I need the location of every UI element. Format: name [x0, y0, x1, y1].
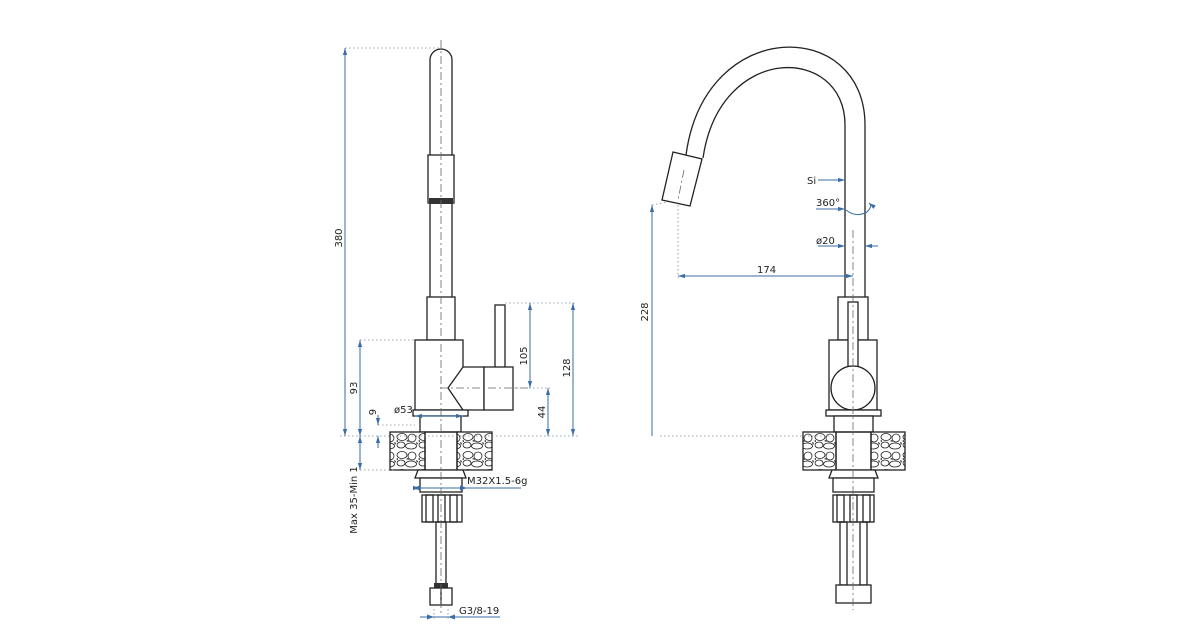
dim-body-93: 93	[349, 382, 360, 395]
base-flange-front	[825, 409, 882, 417]
base-plate	[419, 415, 462, 433]
dim-reach-174: 174	[757, 265, 776, 276]
dim-diameter-53: ø53	[394, 405, 413, 416]
dim-tube-diameter: ø20	[816, 236, 835, 247]
dim-plate-9: 9	[368, 409, 379, 415]
front-view: 228 174 Si 360° ø20	[640, 46, 906, 610]
dim-axis-44: 44	[537, 406, 548, 419]
label-si: Si	[807, 176, 816, 187]
dim-height-380: 380	[334, 228, 345, 247]
countertop	[389, 431, 493, 471]
label-rotation: 360°	[816, 198, 840, 209]
dim-handle-105: 105	[519, 346, 530, 365]
mounting-hardware	[414, 469, 467, 606]
handle-knob	[830, 365, 876, 411]
dim-counter-thickness: Max 35-Min 1	[349, 466, 360, 533]
countertop-front	[802, 431, 906, 471]
dim-spout-height-228: 228	[640, 302, 651, 321]
dim-hose-connector: G3/8-19	[459, 606, 499, 617]
dim-total-128: 128	[562, 358, 573, 377]
gooseneck-spout	[661, 46, 866, 297]
handle	[447, 304, 514, 411]
base-flange	[412, 409, 469, 417]
side-view: 380 93 Max 35-Min 1 9 ø53 105 44 128 M32…	[334, 40, 580, 620]
dim-thread: M32X1.5-6g	[467, 476, 527, 487]
mounting-hardware-front	[828, 469, 879, 604]
